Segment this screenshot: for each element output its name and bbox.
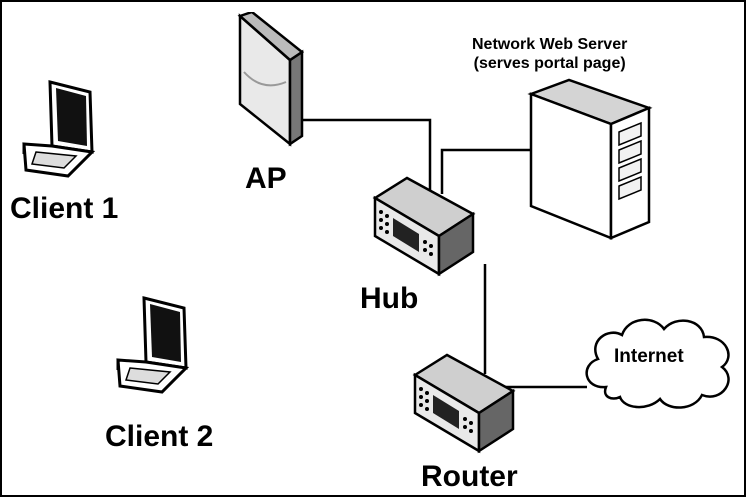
server-label-line1: Network Web Server [472, 36, 628, 53]
server-label: Network Web Server (serves portal page) [472, 35, 627, 73]
router-label: Router [421, 460, 518, 493]
client-2-label: Client 2 [105, 420, 214, 453]
link-server-hub [440, 148, 532, 194]
cloud-icon [585, 318, 730, 409]
client-1-label: Client 1 [10, 192, 119, 225]
internet-label: Internet [614, 346, 684, 367]
ap-label: AP [245, 162, 287, 195]
router-icon [412, 353, 516, 454]
server-tower-icon [527, 78, 653, 240]
server-label-line2: (serves portal page) [473, 55, 626, 73]
hub-label: Hub [360, 282, 419, 315]
laptop-icon [22, 80, 96, 178]
link-ap-hub [302, 118, 432, 192]
hub-icon [372, 176, 476, 277]
laptop-icon [116, 296, 190, 394]
access-point-icon [237, 12, 305, 147]
